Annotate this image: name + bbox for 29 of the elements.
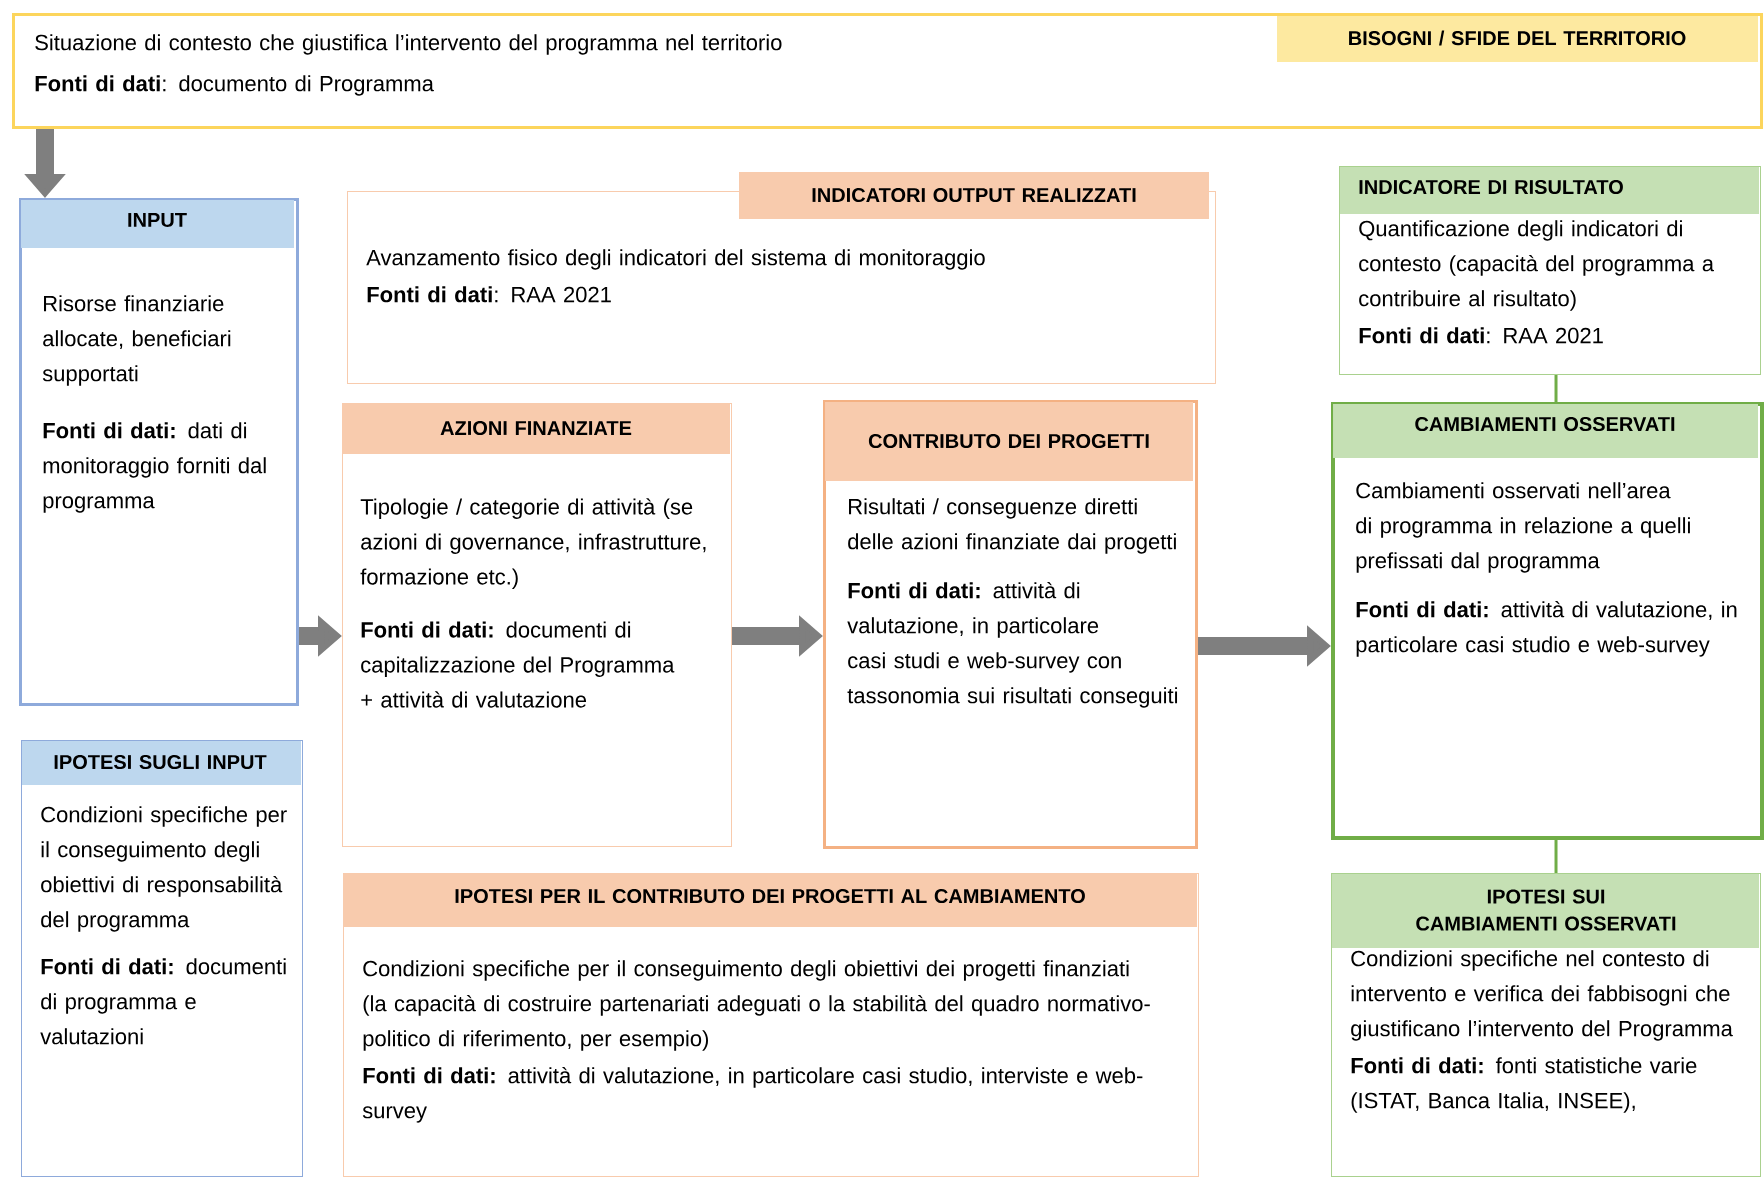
body-text: Tipologie / categorie di attività (se azioni di governance, infrastrutture, formazione etc.)	[360, 498, 706, 589]
source-text: Fonti di dati: documento di Programma	[35, 75, 434, 96]
box-header: INDICATORI OUTPUT REALIZZATI	[739, 172, 1209, 219]
source-text: Fonti di dati: RAA 2021	[1359, 327, 1603, 344]
box-header: CAMBIAMENTI OSSERVATI	[1333, 404, 1758, 458]
body-text: Avanzamento fisico degli indicatori del sistema di monitoraggio	[366, 249, 985, 270]
box-header: INPUT	[21, 200, 294, 248]
body-text: Condizioni specifiche per il conseguimento degli obiettivi di responsabilità del programma	[41, 806, 287, 932]
box-header: AZIONI FINANZIATE	[343, 404, 730, 454]
body-text: Risorse finanziarie allocate, beneficiari supportati	[42, 295, 231, 386]
body-text: Risultati / conseguenze diretti delle azioni finanziate dai progetti	[848, 498, 1176, 554]
source-text: Fonti di dati: dati di monitoraggio forniti dal programma	[43, 422, 266, 513]
source-text: Fonti di dati: attività di valutazione, in particolare casi studi e web-survey con tassonomia sui risultati conseguiti	[847, 581, 1178, 708]
source-text: Fonti di dati: fonti statistiche varie (ISTAT, Banca Italia, INSEE),	[1351, 1057, 1697, 1113]
source-text: Fonti di dati: attività di valutazione, in particolare casi studio e web-survey	[1356, 600, 1737, 657]
box-header: IPOTESI SUGLI INPUT	[22, 741, 301, 785]
body-text: Condizioni specifiche per il conseguimento degli obiettivi dei progetti finanziati (la capacità di costruire partenariati adeguati o la stabilità del quadro normativo-politico di riferimento, per esempio)	[363, 960, 1150, 1051]
box-header: IPOTESI PER IL CONTRIBUTO DEI PROGETTI AL CAMBIAMENTO	[344, 874, 1197, 927]
source-text: Fonti di dati: attività di valutazione, in particolare casi studio, interviste e web-survey	[362, 1066, 1143, 1123]
box-header: CONTRIBUTO DEI PROGETTI	[825, 402, 1193, 481]
box-header: IPOTESI SUI CAMBIAMENTI OSSERVATI	[1332, 874, 1759, 948]
body-text: Cambiamenti osservati nell’area di programma in relazione a quelli prefissati dal programma	[1356, 482, 1690, 573]
box-header: INDICATORE DI RISULTATO	[1340, 167, 1759, 214]
body-text: Situazione di contesto che giustifica l’intervento del programma nel territorio	[35, 34, 782, 55]
source-text: Fonti di dati: documenti di programma e valutazioni	[40, 958, 286, 1045]
body-text: Quantificazione degli indicatori di contesto (capacità del programma a contribuire al risultato)	[1359, 220, 1714, 311]
box-header: BISOGNI / SFIDE DEL TERRITORIO	[1277, 16, 1758, 62]
source-text: Fonti di dati: RAA 2021	[367, 286, 611, 303]
source-text: Fonti di dati: documenti di capitalizzazione del Programma + attività di valutazione	[361, 621, 675, 708]
